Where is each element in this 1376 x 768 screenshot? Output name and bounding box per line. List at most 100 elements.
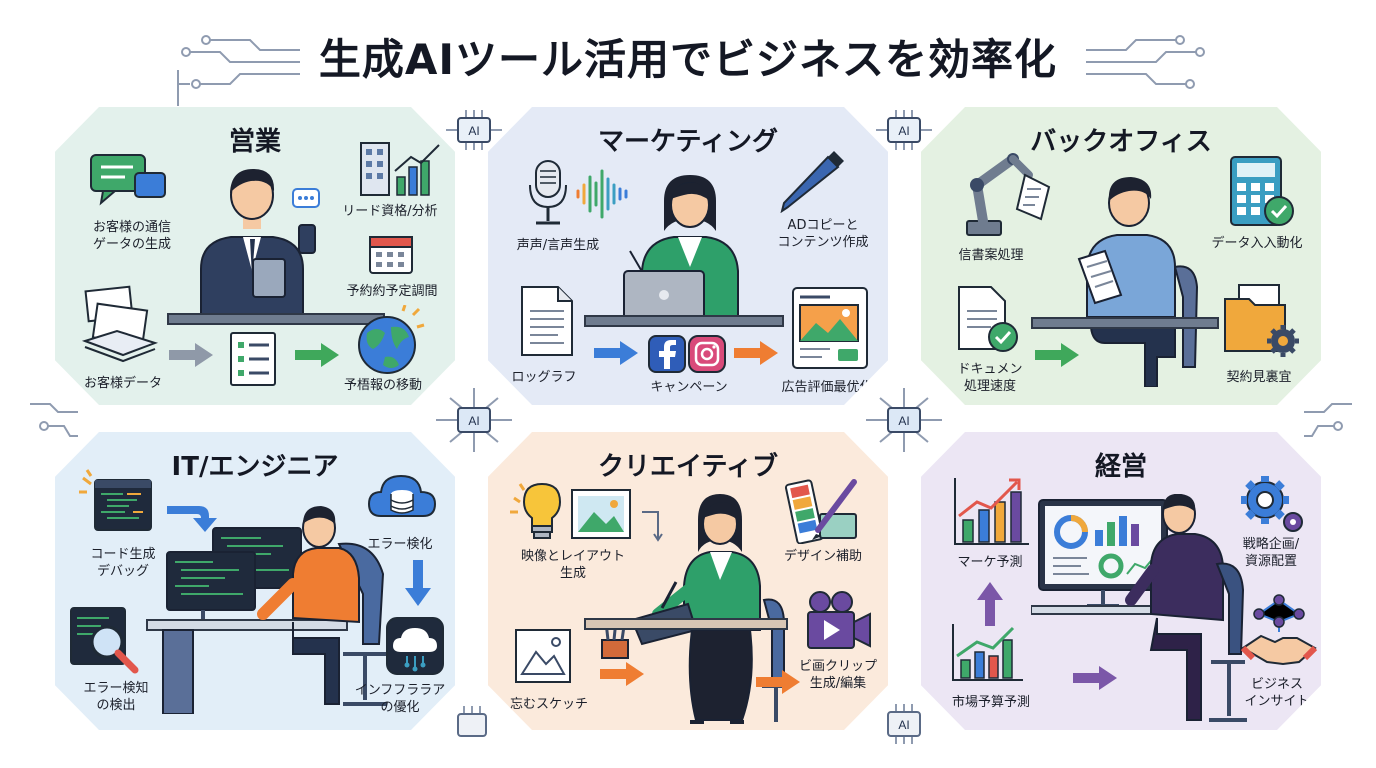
cloud-database-icon (367, 474, 437, 517)
panel-creative: クリエイティブ 映像とレイアウト 生成 デザイン補助 (488, 432, 888, 730)
label-creative-4: ビ画クリップ 生成/編集 (798, 659, 877, 691)
document-check-icon (958, 286, 1018, 352)
facebook-icon (648, 335, 686, 373)
panel-management: 経営 マーケ予測 戦略企画/ 資源配置 (921, 432, 1321, 730)
label-it-1: コード生成 デバッグ (90, 547, 156, 579)
panel-title: 経営 (1094, 452, 1147, 482)
bar-chart-icon (952, 624, 1023, 681)
circuit-side-left-decoration (30, 403, 78, 437)
instagram-icon (688, 335, 726, 373)
ai-chip-icon: AI (887, 704, 921, 744)
label-marketing-4: キャンペーン (650, 380, 728, 395)
label-management-1: マーケ予測 (957, 555, 1023, 570)
panel-title: IT/エンジニア (171, 452, 339, 482)
arrow-right-icon (594, 341, 638, 365)
person-marketing-icon (623, 175, 739, 321)
label-marketing-3: ロッグラフ (511, 370, 577, 385)
sketch-icon (515, 629, 571, 683)
label-creative-2: デザイン補助 (783, 549, 862, 564)
circuit-side-right-decoration (1304, 403, 1352, 437)
svg-text:AI: AI (898, 124, 909, 138)
handshake-network-icon (1240, 594, 1318, 666)
arrow-down-icon (405, 560, 431, 606)
svg-text:AI: AI (898, 414, 909, 428)
video-camera-icon (807, 591, 871, 649)
label-management-2: 戦略企画/ 資源配置 (1242, 537, 1300, 569)
label-backoffice-4: 契約見裏宜 (1226, 370, 1292, 385)
label-it-2: エラー検化 (367, 537, 433, 552)
label-creative-1: 映像とレイアウト 生成 (520, 549, 625, 581)
label-backoffice-3: ドキュメン 処理速度 (957, 362, 1023, 394)
arrow-up-icon (977, 582, 1003, 626)
ai-chip-icon: AI (436, 388, 512, 452)
panel-it: IT/エンジニア コード生成 デバッグ エラー検化 (55, 432, 455, 730)
circuit-left-decoration (177, 35, 300, 102)
panel-title: 営業 (228, 127, 281, 157)
label-management-4: ビジネス インサイト (1244, 677, 1310, 709)
ad-image-icon (792, 287, 868, 369)
ai-chip-icon: AI (876, 110, 932, 150)
circuit-right-decoration (1086, 35, 1205, 89)
desk-surface (1031, 317, 1219, 329)
person-sales-icon (200, 169, 320, 319)
calculator-icon (1230, 156, 1294, 226)
label-backoffice-2: データ入入動化 (1211, 236, 1303, 251)
calendar-icon (369, 236, 413, 274)
connector-line (177, 70, 179, 106)
ai-chip-icon: AI (866, 388, 942, 452)
label-sales-5: 予梧報の移動 (343, 378, 422, 393)
cloud-network-icon (386, 617, 444, 675)
panel-title: バックオフィス (1030, 127, 1212, 157)
robot-arm-icon (966, 153, 1051, 236)
gears-icon (1241, 476, 1303, 532)
panel-marketing: マーケティング 声声/言声生成 ADコピーと コンテンツ作成 ロッグラフ (488, 107, 888, 405)
page-title: 生成AIツール活用でビジネスを効率化 (318, 35, 1058, 84)
label-marketing-1: 声声/言声生成 (516, 238, 600, 253)
arrow-corner-icon (642, 511, 663, 542)
arrow-right-icon (295, 343, 339, 367)
label-backoffice-1: 信書案処理 (958, 248, 1024, 263)
panel-title: マーケティング (598, 127, 778, 157)
microphone-icon (529, 160, 628, 225)
label-it-4: インフフララア の優化 (354, 683, 446, 715)
label-marketing-5: 広告評価最优化 (781, 380, 873, 395)
chip-decoration (457, 706, 487, 737)
label-sales-2: リード資格/分析 (342, 204, 438, 219)
arrow-curve-icon (167, 506, 217, 532)
panel-sales: 営業 お客様の通信 ゲータの生成 リード資格/分析 予約約予定調間 (55, 107, 455, 405)
checklist-icon (230, 332, 276, 386)
label-marketing-2: ADコピーと コンテンツ作成 (777, 218, 869, 250)
desk-surface (584, 315, 784, 327)
lightbulb-icon (510, 482, 562, 539)
documents-stack-icon (81, 285, 159, 363)
palette-brush-icon (784, 479, 857, 544)
svg-text:AI: AI (898, 718, 909, 732)
code-window-icon (79, 469, 152, 531)
label-creative-3: 忘むスケッチ (509, 697, 588, 712)
chat-bubble-icon (90, 154, 166, 206)
panel-title: クリエイティブ (598, 452, 778, 482)
folder-gear-icon (1224, 284, 1299, 357)
label-sales-1: お客様の通信 ゲータの生成 (92, 220, 171, 252)
label-it-3: エラー検知 の検出 (83, 681, 149, 713)
svg-text:AI: AI (468, 414, 479, 428)
executive-desk-icon (1031, 494, 1247, 722)
label-sales-4: お客様データ (83, 376, 162, 391)
desk-surface (584, 618, 788, 630)
arrow-right-icon (600, 662, 644, 686)
developer-desk-icon (146, 506, 389, 714)
magnifier-icon (70, 607, 139, 674)
person-backoffice-icon (1077, 177, 1199, 387)
arrow-right-icon (1035, 343, 1079, 367)
ai-chip-label: AI (468, 124, 479, 138)
label-sales-3: 予約約予定調間 (346, 284, 438, 299)
growth-chart-icon (954, 478, 1029, 545)
building-chart-icon (360, 142, 440, 196)
arrow-right-icon (756, 670, 800, 694)
panel-backoffice: バックオフィス 信書案処理 データ入入動化 ドキュメン 処理速度 (921, 107, 1321, 405)
arrow-right-icon (1073, 666, 1117, 690)
arrow-right-icon (734, 341, 778, 365)
ai-chip-icon: AI (446, 110, 502, 150)
document-icon (521, 286, 573, 356)
globe-icon (358, 305, 425, 374)
